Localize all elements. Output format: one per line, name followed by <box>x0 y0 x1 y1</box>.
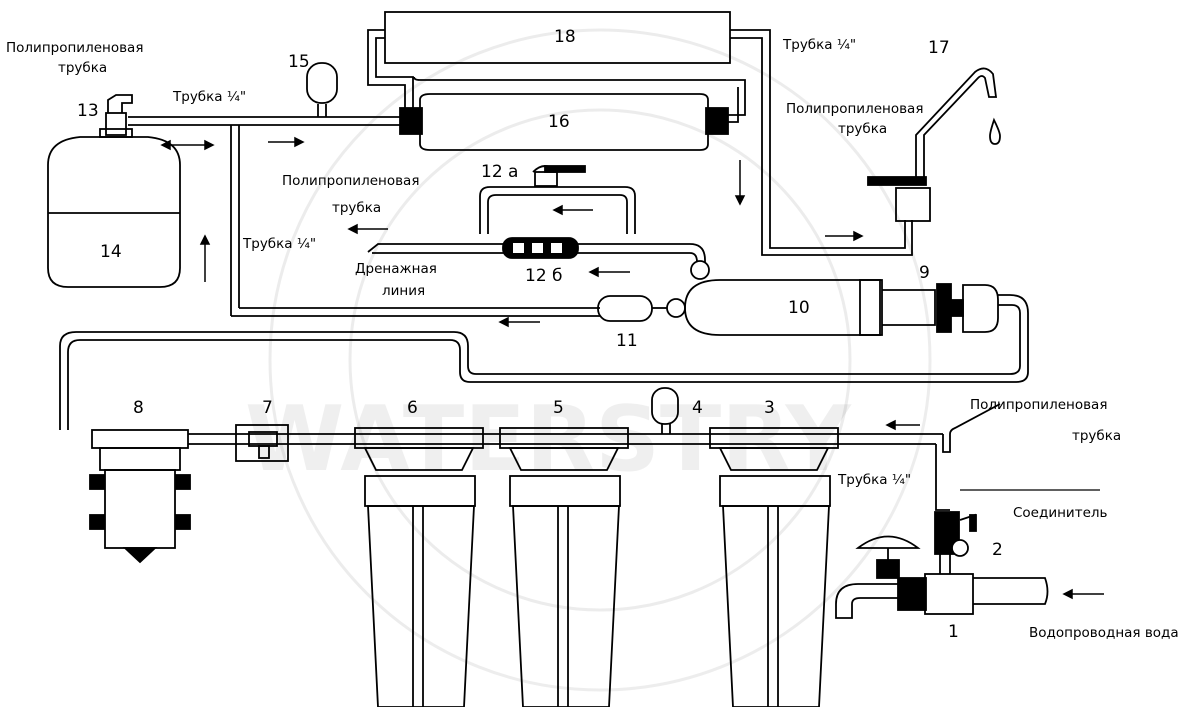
top-tube <box>128 104 600 317</box>
label-1: 1 <box>948 622 959 642</box>
watermark <box>268 28 932 692</box>
pp-tube-faucet-line2: трубка <box>838 121 887 137</box>
bottom-pipe <box>188 403 1001 511</box>
storage-tank-14 <box>47 136 181 288</box>
pump-8 <box>89 429 191 564</box>
valve-12a <box>479 165 636 234</box>
component-15 <box>306 62 338 104</box>
label-4: 4 <box>692 398 703 418</box>
tap-water-label: Водопроводная вода <box>1029 625 1179 641</box>
check-valve-11 <box>597 295 653 322</box>
label-14: 14 <box>100 242 122 262</box>
label-7: 7 <box>262 398 273 418</box>
pp-tube-faucet-line1: Полипропиленовая <box>786 101 923 117</box>
label-18: 18 <box>554 27 576 47</box>
label-6: 6 <box>407 398 418 418</box>
tube-quarter-inlet: Трубка ¼" <box>837 472 911 488</box>
inlet-assembly <box>835 511 1049 619</box>
label-5: 5 <box>553 398 564 418</box>
label-10: 10 <box>788 298 810 318</box>
label-11: 11 <box>616 331 638 351</box>
drain-line-1: Дренажная <box>355 261 437 277</box>
pp-tube-top-left-line1: Полипропиленовая <box>6 40 143 56</box>
faucet-17 <box>867 67 1001 222</box>
label-17: 17 <box>928 38 950 58</box>
flow-arrows <box>160 136 1104 600</box>
drain-line-2: линия <box>382 283 425 299</box>
tubes-18 <box>367 29 913 256</box>
label-12b: 12 б <box>525 266 563 286</box>
connector-circle-top <box>690 260 710 280</box>
restrictor-12b <box>502 237 579 259</box>
post-filter-16 <box>399 93 729 151</box>
label-9: 9 <box>919 263 930 283</box>
pp-tube-mid-line2: трубка <box>332 200 381 216</box>
label-13: 13 <box>77 101 99 121</box>
label-3: 3 <box>764 398 775 418</box>
component-4 <box>651 387 679 434</box>
label-16: 16 <box>548 112 570 132</box>
connector-label: Соединитель <box>1013 505 1107 521</box>
tube-quarter-top: Трубка ¼" <box>172 89 246 105</box>
label-2: 2 <box>992 540 1003 560</box>
pressure-switch-7 <box>235 424 289 462</box>
pp-tube-inlet-line2: трубка <box>1072 428 1121 444</box>
filter-3 <box>709 427 839 707</box>
drain-line <box>367 243 706 263</box>
pp-tube-inlet-line1: Полипропиленовая <box>970 397 1107 413</box>
label-8: 8 <box>133 398 144 418</box>
label-15: 15 <box>288 52 310 72</box>
connector-circle-left <box>666 298 686 318</box>
return-tube <box>59 294 1029 430</box>
pp-tube-top-left-line2: трубка <box>58 60 107 76</box>
watermark-text: WATERSTRY <box>245 387 853 492</box>
membrane-10 <box>684 279 999 336</box>
tank-valve-13 <box>99 94 133 138</box>
pp-tube-mid-line1: Полипропиленовая <box>282 173 419 189</box>
tube-quarter-left: Трубка ¼" <box>242 236 316 252</box>
filter-5 <box>499 427 629 707</box>
tube-quarter-right-top: Трубка ¼" <box>782 37 856 53</box>
filter-6 <box>354 427 484 707</box>
label-12a: 12 а <box>481 162 518 182</box>
